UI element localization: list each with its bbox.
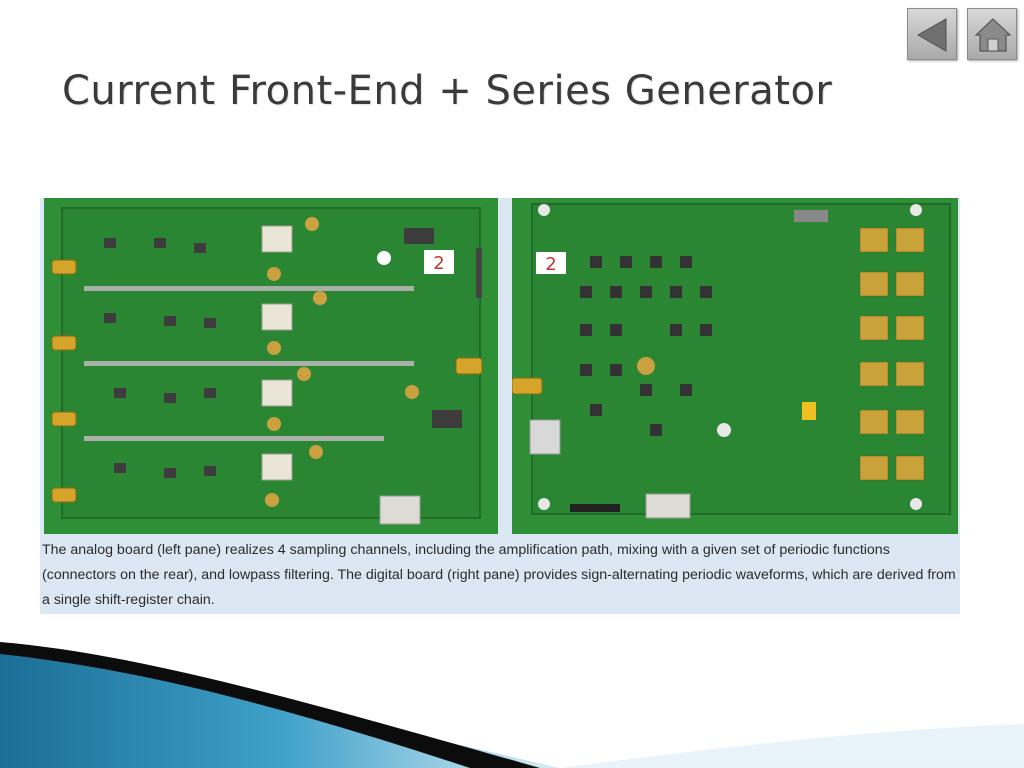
home-button[interactable] — [967, 8, 1017, 60]
pcb-figure: 2 2 — [40, 198, 960, 614]
back-arrow-icon — [916, 18, 947, 52]
decorative-swoosh — [0, 642, 1024, 768]
digital-board-label: 2 — [545, 254, 556, 275]
analog-board-label: 2 — [433, 253, 444, 274]
figure-caption: The analog board (left pane) realizes 4 … — [42, 542, 956, 608]
back-button[interactable] — [907, 8, 957, 60]
analog-board-illustration: 2 — [44, 198, 498, 534]
digital-board-illustration: 2 — [511, 198, 958, 534]
home-icon — [974, 18, 1012, 52]
digital-board-photo: 2 — [511, 198, 958, 534]
page-title: Current Front-End + Series Generator — [62, 68, 833, 114]
analog-board-photo: 2 — [44, 198, 498, 534]
